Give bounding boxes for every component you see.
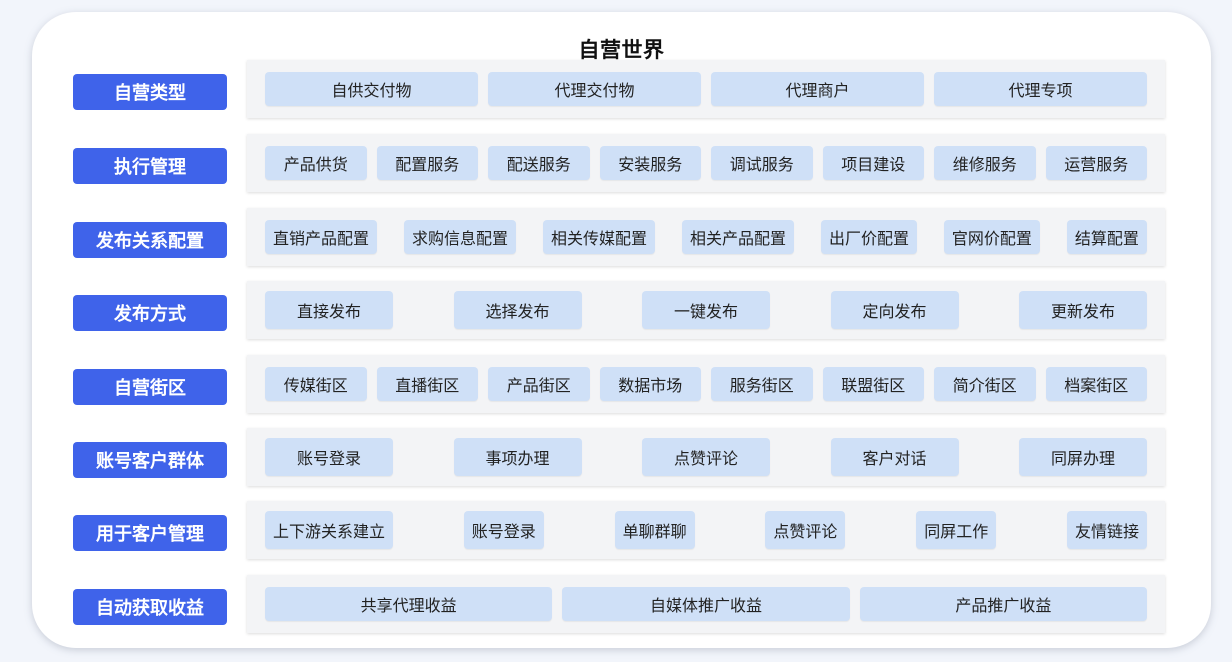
item-chip: 项目建设 xyxy=(822,146,924,180)
item-chip: 直播街区 xyxy=(376,367,478,401)
item-chip: 简介街区 xyxy=(934,367,1036,401)
diagram-row: 自动获取收益共享代理收益自媒体推广收益产品推广收益 xyxy=(73,575,1165,633)
item-chip: 数据市场 xyxy=(599,367,701,401)
page-title: 自营世界 xyxy=(578,38,665,62)
item-chip: 求购信息配置 xyxy=(403,220,516,254)
item-chip: 代理商户 xyxy=(711,72,924,106)
item-chip: 相关产品配置 xyxy=(681,220,794,254)
item-chip: 上下游关系建立 xyxy=(265,511,394,549)
item-chip: 账号登录 xyxy=(265,438,393,476)
diagram-row: 自营类型自供交付物代理交付物代理商户代理专项 xyxy=(73,60,1165,118)
item-chip: 传媒街区 xyxy=(265,367,367,401)
row-panel: 产品供货配置服务配送服务安装服务调试服务项目建设维修服务运营服务 xyxy=(247,134,1165,192)
item-chip: 友情链接 xyxy=(1066,511,1147,549)
diagram-row: 账号客户群体 账号登录 事项办理 点赞评论 客户对话 同屏办理 xyxy=(73,428,1165,486)
item-chip: 共享代理收益 xyxy=(265,587,553,621)
item-chip: 产品街区 xyxy=(488,367,590,401)
row-panel: 传媒街区直播街区产品街区数据市场服务街区联盟街区简介街区档案街区 xyxy=(247,355,1165,413)
item-chip: 服务街区 xyxy=(711,367,813,401)
row-label: 发布方式 xyxy=(73,295,227,331)
row-label: 发布关系配置 xyxy=(73,222,227,258)
diagram-row: 执行管理产品供货配置服务配送服务安装服务调试服务项目建设维修服务运营服务 xyxy=(73,134,1165,192)
item-chip: 选择发布 xyxy=(453,291,582,329)
row-panel: 上下游关系建立 账号登录 单聊群聊 点赞评论 同屏工作 友情链接 xyxy=(247,501,1165,559)
item-chip: 配送服务 xyxy=(488,146,590,180)
item-chip: 安装服务 xyxy=(599,146,701,180)
diagram-row: 发布方式 直接发布 选择发布 一键发布 定向发布 更新发布 xyxy=(73,281,1165,339)
item-chip: 同屏办理 xyxy=(1019,438,1147,476)
row-label: 自营类型 xyxy=(73,74,227,110)
item-chip: 调试服务 xyxy=(711,146,813,180)
item-chip: 自供交付物 xyxy=(265,72,478,106)
item-chip: 配置服务 xyxy=(376,146,478,180)
item-chip: 代理专项 xyxy=(934,72,1147,106)
row-panel: 直接发布 选择发布 一键发布 定向发布 更新发布 xyxy=(247,281,1165,339)
row-label: 执行管理 xyxy=(73,148,227,184)
item-chip: 维修服务 xyxy=(934,146,1036,180)
item-chip: 一键发布 xyxy=(642,291,770,329)
item-chip: 点赞评论 xyxy=(765,511,846,549)
item-chip: 产品推广收益 xyxy=(859,587,1147,621)
diagram-row: 发布关系配置直销产品配置求购信息配置相关传媒配置相关产品配置出厂价配置官网价配置… xyxy=(73,208,1165,266)
row-panel: 直销产品配置求购信息配置相关传媒配置相关产品配置出厂价配置官网价配置结算配置 xyxy=(247,208,1165,266)
row-panel: 账号登录 事项办理 点赞评论 客户对话 同屏办理 xyxy=(247,428,1165,486)
item-chip: 定向发布 xyxy=(830,291,959,329)
item-chip: 运营服务 xyxy=(1045,146,1147,180)
item-chip: 点赞评论 xyxy=(642,438,770,476)
item-chip: 直销产品配置 xyxy=(265,220,378,254)
row-label: 用于客户管理 xyxy=(73,515,227,551)
item-chip: 出厂价配置 xyxy=(820,220,917,254)
row-panel: 自供交付物代理交付物代理商户代理专项 xyxy=(247,60,1165,118)
item-chip: 更新发布 xyxy=(1019,291,1147,329)
item-chip: 事项办理 xyxy=(453,438,582,476)
item-chip: 相关传媒配置 xyxy=(542,220,655,254)
diagram-row: 自营街区传媒街区直播街区产品街区数据市场服务街区联盟街区简介街区档案街区 xyxy=(73,355,1165,413)
row-label: 账号客户群体 xyxy=(73,442,227,478)
item-chip: 账号登录 xyxy=(463,511,544,549)
item-chip: 结算配置 xyxy=(1066,220,1147,254)
item-chip: 产品供货 xyxy=(265,146,367,180)
item-chip: 直接发布 xyxy=(265,291,393,329)
row-label: 自营街区 xyxy=(73,369,227,405)
item-chip: 官网价配置 xyxy=(943,220,1040,254)
item-chip: 客户对话 xyxy=(830,438,959,476)
row-panel: 共享代理收益自媒体推广收益产品推广收益 xyxy=(247,575,1165,633)
diagram-row: 用于客户管理 上下游关系建立 账号登录 单聊群聊 点赞评论 同屏工作 友情链接 xyxy=(73,501,1165,559)
item-chip: 单聊群聊 xyxy=(614,511,695,549)
item-chip: 档案街区 xyxy=(1045,367,1147,401)
item-chip: 同屏工作 xyxy=(916,511,997,549)
item-chip: 联盟街区 xyxy=(822,367,924,401)
item-chip: 自媒体推广收益 xyxy=(562,587,850,621)
item-chip: 代理交付物 xyxy=(488,72,701,106)
row-label: 自动获取收益 xyxy=(73,589,227,625)
